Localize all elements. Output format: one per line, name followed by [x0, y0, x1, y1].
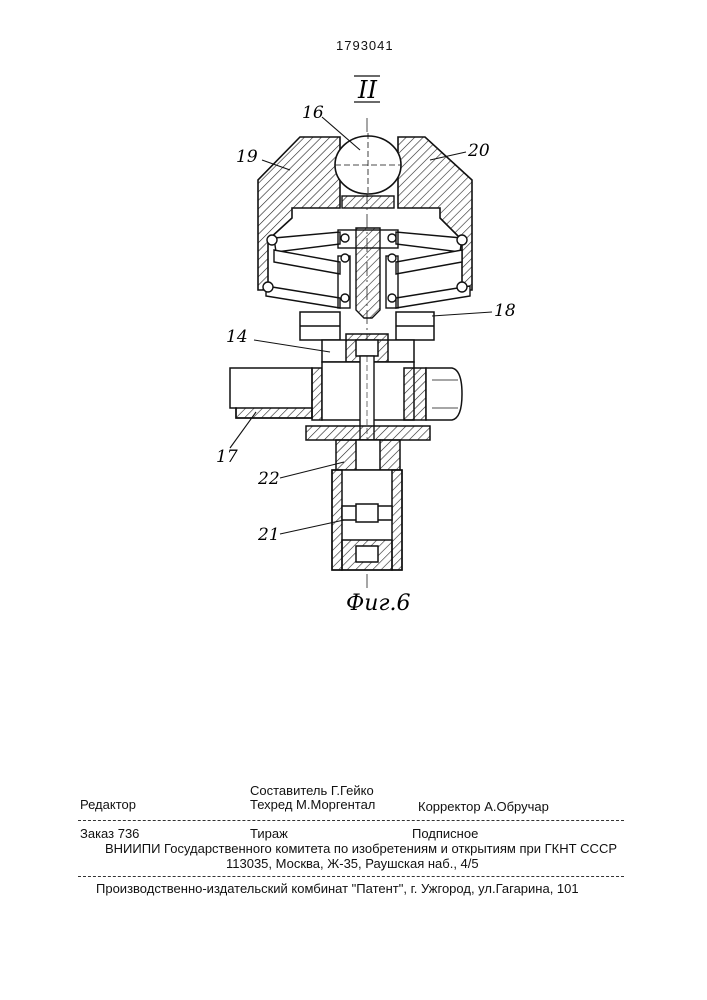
cylinder-cover-22: [306, 426, 430, 470]
callout-18: 18: [494, 301, 516, 321]
callout-22: 22: [257, 469, 280, 489]
callout-14: 14: [226, 327, 248, 347]
callout-21: 21: [257, 525, 280, 545]
address-line: 113035, Москва, Ж-35, Раушская наб., 4/5: [226, 856, 479, 871]
editor-label: Редактор: [80, 797, 136, 812]
callout-20: 20: [467, 141, 490, 161]
workpiece-16: [335, 133, 401, 197]
divider: [78, 820, 624, 821]
subscription-label: Подписное: [412, 826, 478, 841]
view-label: II: [357, 76, 377, 104]
divider: [78, 876, 624, 877]
technical-drawing: II: [0, 0, 707, 700]
callout-16: 16: [302, 103, 324, 123]
techred-line: Техред М.Моргентал: [250, 797, 375, 812]
figure-caption: Фиг.6: [346, 591, 411, 616]
base-17: [230, 362, 462, 420]
callout-17: 17: [216, 447, 238, 467]
central-slider: [356, 228, 380, 318]
organization-line: ВНИИПИ Государственного комитета по изоб…: [105, 841, 617, 856]
order-number: Заказ 736: [80, 826, 139, 841]
circulation-label: Тираж: [250, 826, 288, 841]
support-pad: [342, 196, 394, 208]
corrector-line: Корректор А.Обручар: [418, 799, 549, 814]
callout-19: 19: [236, 147, 258, 167]
publisher-line: Производственно-издательский комбинат "П…: [96, 881, 579, 896]
compiler-line: Составитель Г.Гейко: [250, 783, 374, 798]
